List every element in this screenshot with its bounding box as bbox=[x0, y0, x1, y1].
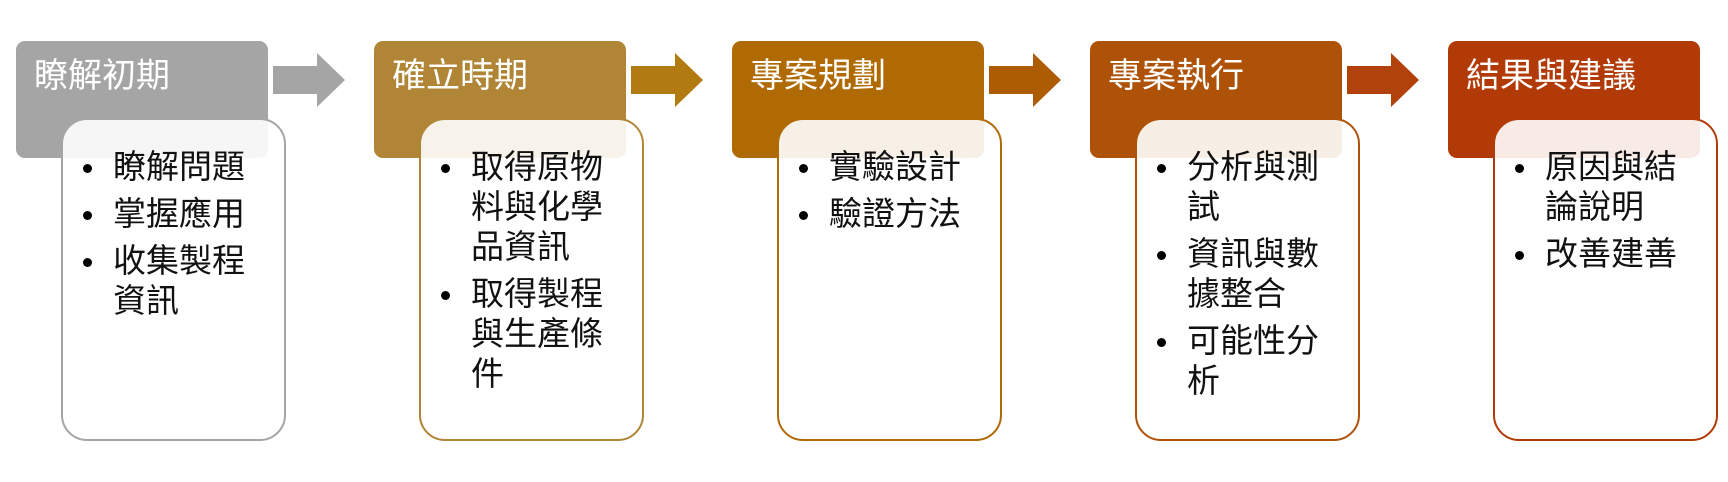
step-item-list: 取得原物料與化學品資訊取得製程與生產條件 bbox=[435, 148, 611, 402]
step-item: 驗證方法 bbox=[793, 195, 969, 235]
step-item-text: 可能性分析 bbox=[1187, 324, 1319, 400]
step-item: 改善建善 bbox=[1509, 235, 1685, 275]
step-item: 原因與結論說明 bbox=[1509, 148, 1685, 228]
step-item: 實驗設計 bbox=[793, 148, 969, 188]
bullet-icon bbox=[441, 164, 450, 173]
step-item-text: 分析與測試 bbox=[1187, 150, 1319, 226]
bullet-icon bbox=[1515, 164, 1524, 173]
bullet-icon bbox=[441, 291, 450, 300]
step-item: 收集製程資訊 bbox=[77, 242, 253, 322]
bullet-icon bbox=[1157, 251, 1166, 260]
step-item: 瞭解問題 bbox=[77, 148, 253, 188]
step-item-text: 收集製程資訊 bbox=[113, 244, 245, 320]
process-step: 瞭解初期 瞭解問題掌握應用收集製程資訊 bbox=[16, 0, 376, 482]
step-item-text: 掌握應用 bbox=[113, 197, 245, 233]
step-item: 掌握應用 bbox=[77, 195, 253, 235]
step-item-text: 取得原物料與化學品資訊 bbox=[471, 150, 603, 266]
step-item-text: 驗證方法 bbox=[829, 197, 961, 233]
bullet-icon bbox=[83, 258, 92, 267]
step-item-text: 取得製程與生產條件 bbox=[471, 277, 603, 393]
step-detail-box: 取得原物料與化學品資訊取得製程與生產條件 bbox=[419, 118, 644, 441]
bullet-icon bbox=[83, 164, 92, 173]
step-item: 分析與測試 bbox=[1151, 148, 1327, 228]
step-item: 取得製程與生產條件 bbox=[435, 275, 611, 395]
step-item-text: 實驗設計 bbox=[829, 150, 961, 186]
right-arrow-icon bbox=[989, 53, 1061, 107]
step-detail-box: 原因與結論說明改善建善 bbox=[1493, 118, 1718, 441]
right-arrow-icon bbox=[273, 53, 345, 107]
step-item-list: 瞭解問題掌握應用收集製程資訊 bbox=[77, 148, 253, 329]
bullet-icon bbox=[799, 164, 808, 173]
bullet-icon bbox=[1157, 164, 1166, 173]
step-item-list: 原因與結論說明改善建善 bbox=[1509, 148, 1685, 282]
step-item: 資訊與數據整合 bbox=[1151, 235, 1327, 315]
bullet-icon bbox=[799, 211, 808, 220]
step-title: 確立時期 bbox=[392, 58, 528, 95]
process-step: 專案規劃 實驗設計驗證方法 bbox=[732, 0, 1092, 482]
step-item-text: 瞭解問題 bbox=[113, 150, 245, 186]
step-item: 取得原物料與化學品資訊 bbox=[435, 148, 611, 268]
bullet-icon bbox=[83, 211, 92, 220]
process-step: 結果與建議 原因與結論說明改善建善 bbox=[1448, 0, 1728, 482]
process-step: 確立時期 取得原物料與化學品資訊取得製程與生產條件 bbox=[374, 0, 734, 482]
step-title: 專案執行 bbox=[1108, 58, 1244, 95]
step-item-text: 資訊與數據整合 bbox=[1187, 237, 1319, 313]
process-step: 專案執行 分析與測試資訊與數據整合可能性分析 bbox=[1090, 0, 1450, 482]
bullet-icon bbox=[1515, 251, 1524, 260]
step-detail-box: 分析與測試資訊與數據整合可能性分析 bbox=[1135, 118, 1360, 441]
step-detail-box: 實驗設計驗證方法 bbox=[777, 118, 1002, 441]
step-item-text: 原因與結論說明 bbox=[1545, 150, 1677, 226]
right-arrow-icon bbox=[1347, 53, 1419, 107]
right-arrow-icon bbox=[631, 53, 703, 107]
step-item-list: 分析與測試資訊與數據整合可能性分析 bbox=[1151, 148, 1327, 409]
bullet-icon bbox=[1157, 338, 1166, 347]
step-item: 可能性分析 bbox=[1151, 322, 1327, 402]
step-title: 瞭解初期 bbox=[34, 58, 170, 95]
step-title: 結果與建議 bbox=[1466, 58, 1636, 95]
step-title: 專案規劃 bbox=[750, 58, 886, 95]
step-item-list: 實驗設計驗證方法 bbox=[793, 148, 969, 242]
step-detail-box: 瞭解問題掌握應用收集製程資訊 bbox=[61, 118, 286, 441]
step-item-text: 改善建善 bbox=[1545, 237, 1677, 273]
